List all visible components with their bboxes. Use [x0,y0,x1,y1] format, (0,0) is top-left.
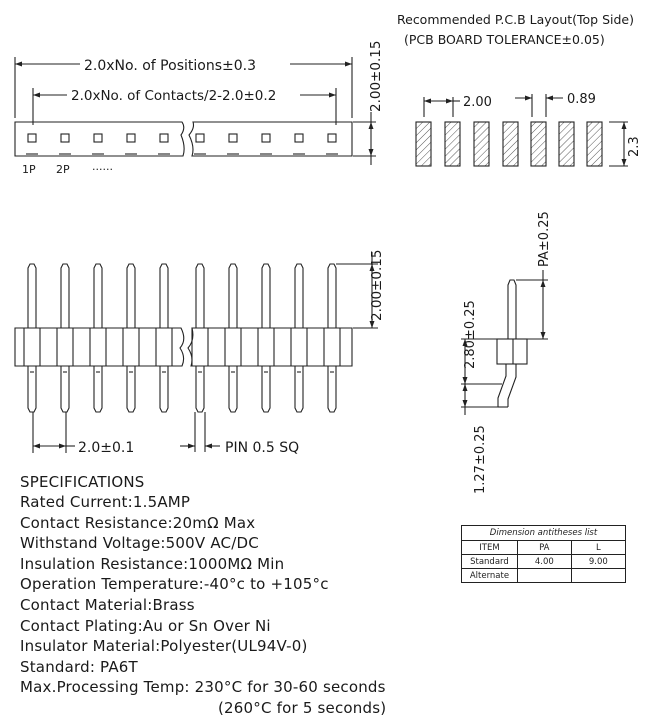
pcb-title: Recommended P.C.B Layout(Top Side) [397,12,634,27]
spec-line-rated-current: Rated Current:1.5AMP [20,493,191,511]
spec-line-insulator-material: Insulator Material:Polyester(UL94V-0) [20,637,308,656]
header-l: L [571,541,625,555]
spec-line-processing-temp: Max.Processing Temp: 230°C for 30-60 sec… [20,678,386,697]
contact-square [327,133,337,143]
spec-line-standard: Standard: PA6T [20,657,138,676]
pin-upper [294,263,304,328]
table-cell: Alternate [462,568,518,582]
pin-upper [60,263,70,328]
contact-square [195,133,205,143]
contact-square [60,133,70,143]
spec-line-insulation-resistance: Insulation Resistance:1000MΩ Min [20,554,285,573]
pcb-pad [444,121,461,167]
table-cell [517,568,572,582]
pcb-pad [530,121,547,167]
pin-upper [93,263,103,328]
pcb-pad-width-dim: 0.89 [567,92,596,107]
pcb-pitch-dim: 2.00 [463,95,492,110]
pcb-pad [473,121,490,167]
pcb-tolerance: (PCB BOARD TOLERANCE±0.05) [404,32,605,47]
pin-lower [27,366,37,413]
spec-line-processing-temp-continued: (260°C for 5 seconds) [218,698,387,717]
label-2p: 2P [56,163,70,176]
table-cell [571,569,625,583]
table-cell: Standard [462,554,518,569]
spec-line-contact-material: Contact Material:Brass [20,595,195,614]
front-view-pins [27,263,337,413]
header-pa: PA [517,541,572,555]
pin-lower [294,366,304,413]
pcb-pad-height-dim: 2.3 [627,136,642,157]
tail-dim: 1.27±0.25 [473,425,488,494]
table-cell: 4.00 [517,554,572,569]
pin-upper [159,263,169,328]
contact-square [93,133,103,143]
pin-upper [261,263,271,328]
pcb-pad [415,121,432,167]
pin-label: PIN 0.5 SQ [225,440,299,456]
dimension-table-header: ITEM PA L [462,541,625,555]
table-row: Alternate [462,568,625,583]
header-item: ITEM [462,541,518,555]
pin-lower [228,366,238,413]
housing-front-right [187,327,353,367]
spec-line-withstand-voltage: Withstand Voltage:500V AC/DC [20,534,259,553]
pin-lower [126,366,136,413]
table-cell: 9.00 [571,554,625,569]
pcb-pad [558,121,575,167]
pin-lower [195,366,205,413]
contact-square [126,133,136,143]
body-dim: 2.80±0.25 [463,300,478,369]
front-height-dim: 2.00±0.15 [369,250,385,321]
spec-line-contact-resistance: Contact Resistance:20mΩ Max [20,513,256,532]
pcb-pad [502,121,519,167]
pin-lower [327,366,337,413]
contact-square [228,133,238,143]
pa-dim: PA±0.25 [537,211,552,267]
specifications-title: SPECIFICATIONS [20,473,145,491]
label-ellipsis: ...... [92,160,113,173]
pcb-pad-row [415,121,603,167]
contact-square [159,133,169,143]
housing-top-left [14,121,185,157]
specifications: SPECIFICATIONS Rated Current:1.5AMP Cont… [20,472,386,719]
right-angle-pin-side [496,279,528,408]
pin-upper [195,263,205,328]
housing-top-right [188,121,353,157]
label-1p: 1P [22,163,36,176]
dimension-table: Dimension antitheses list ITEM PA L Stan… [461,525,626,583]
contact-square [27,133,37,143]
top-view-pins [26,133,338,155]
top-height-dim: 2.00±0.15 [368,41,384,112]
pin-lower [261,366,271,413]
pin-upper [27,263,37,328]
dimension-table-grid: ITEM PA L Standard 4.00 9.00 Alternate [462,541,625,582]
pin-lower [60,366,70,413]
spec-line-contact-plating: Contact Plating:Au or Sn Over Ni [20,616,271,635]
pin-upper [327,263,337,328]
positions-dim: 2.0xNo. of Positions±0.3 [84,58,256,74]
spec-line-operation-temperature: Operation Temperature:-40°c to +105°c [20,575,329,594]
pin-lower [159,366,169,413]
table-row: Standard 4.00 9.00 [462,554,625,569]
contacts-dim: 2.0xNo. of Contacts/2-2.0±0.2 [71,88,276,104]
pcb-pad [586,121,603,167]
pitch-dim: 2.0±0.1 [78,440,134,456]
dimension-table-caption: Dimension antitheses list [462,526,625,541]
pin-lower [93,366,103,413]
contact-square [261,133,271,143]
pin-upper [126,263,136,328]
pin-upper [228,263,238,328]
contact-square [294,133,304,143]
front-view-bodies [23,328,341,366]
